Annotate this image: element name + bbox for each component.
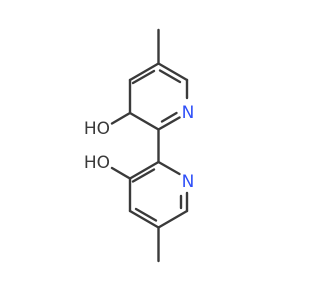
bond-upper-c3-c2 [128, 111, 160, 131]
bond-upper-c2-n1 [157, 116, 181, 131]
lower-ring-nitrogen-label: N [182, 172, 195, 192]
bond-lower-c2-c3 [128, 160, 160, 180]
upper-ring-hydroxyl-label: HO [84, 119, 110, 139]
lower-ring-hydroxyl-label: HO [84, 153, 110, 173]
bond-lower-c6-c5 [157, 209, 189, 229]
bond-upper-c6-c5-inner [158, 69, 182, 84]
bond-upper-c5-c4 [128, 62, 160, 82]
bond-lower-c2-n1 [157, 160, 181, 176]
bond-upper-c3-oxygen [110, 111, 132, 125]
bond-upper-c5-c4-inner [131, 69, 156, 85]
bond-lower-c3-oxygen [110, 166, 132, 180]
upper-pyridine-ring [110, 28, 189, 131]
bond-upper-c2-n1-inner [160, 111, 178, 123]
lower-pyridine-ring [110, 160, 189, 263]
bond-lower-c5-c4-inner [134, 207, 158, 222]
bond-upper-c6-c5 [157, 62, 189, 82]
bond-lower-c5-c4 [128, 209, 160, 229]
bond-lower-c2-c3-inner [131, 168, 156, 183]
upper-ring-nitrogen-label: N [182, 103, 195, 123]
structure-diagram: N HO N HO [84, 28, 195, 263]
